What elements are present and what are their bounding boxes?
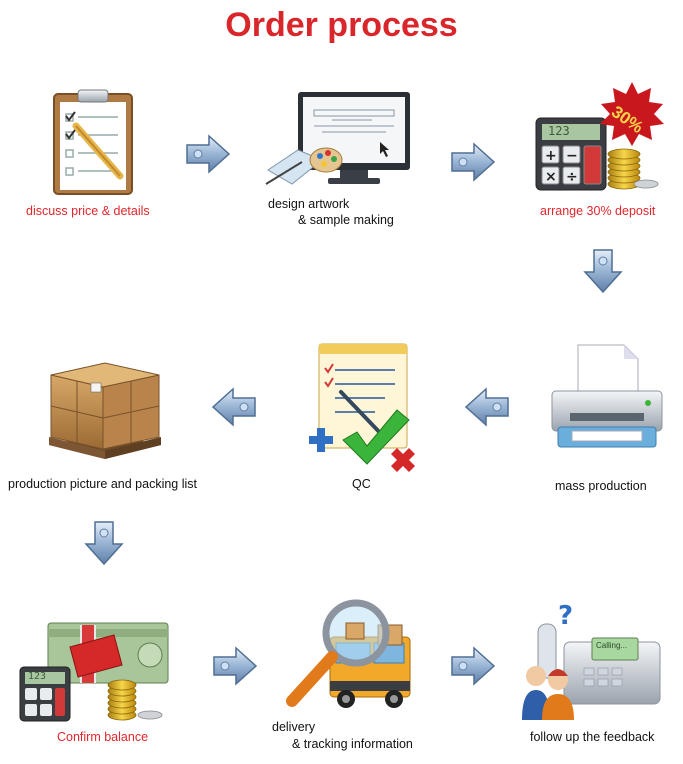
step-label-line1: design artwork	[268, 197, 350, 211]
step-label: discuss price & details	[26, 204, 150, 218]
calculator-display-text: 123	[548, 124, 570, 138]
page-title: Order process	[225, 6, 458, 44]
phone-feedback-icon: ?	[522, 602, 662, 720]
arrow-right-icon	[450, 646, 496, 686]
qc-checklist-icon	[305, 340, 420, 475]
step-label: mass production	[555, 479, 647, 493]
calculator-display-text: 123	[28, 671, 47, 682]
arrow-left-icon	[211, 387, 257, 427]
step-label-line1: delivery	[272, 720, 316, 734]
arrow-down-icon	[84, 520, 124, 566]
calculator-icon: +−× ÷	[532, 80, 672, 195]
svg-text:+: +	[545, 148, 557, 164]
arrow-left-icon	[464, 387, 510, 427]
packing-boxes-icon	[45, 345, 165, 463]
step-label: production picture and packing list	[8, 477, 198, 491]
svg-text:?: ?	[558, 602, 573, 631]
printer-icon	[548, 343, 666, 453]
money-calculator-icon	[18, 615, 173, 725]
step-label: Confirm balance	[57, 730, 149, 744]
arrow-down-icon	[583, 248, 623, 294]
svg-text:÷: ÷	[566, 169, 578, 185]
monitor-icon	[262, 90, 412, 190]
phone-screen-text: Calling...	[596, 641, 628, 650]
arrow-right-icon	[450, 142, 496, 182]
step-label: arrange 30% deposit	[540, 204, 656, 218]
delivery-truck-icon	[282, 597, 417, 715]
step-label-line2: & sample making	[298, 213, 394, 227]
clipboard-icon	[48, 88, 138, 198]
step-label-line2: & tracking information	[292, 737, 413, 751]
step-label: QC	[352, 477, 371, 491]
svg-text:×: ×	[545, 169, 557, 185]
svg-text:−: −	[566, 148, 578, 164]
arrow-right-icon	[212, 646, 258, 686]
step-label: follow up the feedback	[530, 730, 655, 744]
arrow-right-icon	[185, 134, 231, 174]
